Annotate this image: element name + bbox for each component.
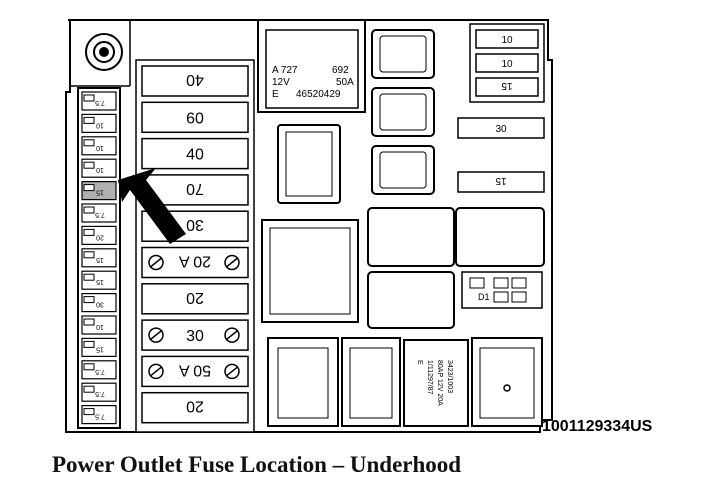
large-fuse-label: 70: [186, 180, 204, 197]
small-relay-label-line4: 3423/1003: [446, 360, 453, 393]
diode-label: D1: [478, 292, 490, 302]
right-fuse: 30: [457, 117, 545, 139]
large-fuse: 50 A: [141, 355, 249, 388]
large-fuse: 60: [141, 101, 249, 134]
small-relay-label-line3: 80AP 12V 20A: [436, 360, 443, 406]
large-fuse-label: 40: [186, 71, 204, 88]
large-fuse-label: 40: [186, 147, 204, 164]
right-fuse-label: 10: [501, 59, 513, 70]
mini-fuse-label: 10: [96, 323, 104, 330]
mini-fuse: 10: [81, 315, 117, 335]
mini-fuse: 15: [81, 270, 117, 290]
large-fuse: 40: [141, 65, 249, 97]
large-fuse: 30: [141, 319, 249, 351]
right-fuse: 15: [457, 171, 545, 193]
mini-fuse-strip: 7.5 10 10 10 15 7.5 20 15 15 30 10 15 7.5 7.5 7.5: [77, 87, 121, 429]
diode-block: D1: [461, 271, 543, 309]
locator-arrow: [118, 168, 186, 244]
mini-fuse: 30: [81, 293, 117, 313]
relay-label-line1-left: A 727: [272, 65, 298, 76]
large-fuse-label: 20 A: [179, 253, 211, 270]
right-fuse: 10: [475, 29, 539, 49]
relay-label-line3-left: E: [272, 89, 279, 100]
mini-fuse: 10: [81, 136, 117, 156]
mini-fuse: 15: [81, 337, 117, 357]
mini-fuse-label: 7.5: [95, 211, 105, 218]
mini-fuse-label: 7.5: [95, 390, 105, 397]
mini-fuse-label: 10: [96, 144, 104, 151]
mini-fuse-label: 7.5: [95, 368, 105, 375]
main-relay: A 727 692 12V 50A E 46520429: [257, 19, 366, 113]
mini-fuse-label: 30: [96, 301, 104, 308]
bottom-relays: E 1/11297/87 80AP 12V 20A 3423/1003: [267, 337, 543, 427]
mounting-bolt: [85, 33, 123, 71]
small-relay-label-line1: E: [416, 360, 423, 365]
mini-fuse: 7.5: [81, 360, 117, 380]
mini-fuse-label: 10: [96, 121, 104, 128]
large-fuse-label: 30: [186, 216, 204, 233]
right-fuse-block: 10 10 15 30 15: [457, 23, 545, 193]
large-fuse: 40: [141, 137, 249, 170]
mini-fuse: 10: [81, 158, 117, 178]
mini-fuse: 20: [81, 225, 117, 245]
mini-fuse-label: 20: [96, 233, 104, 240]
mini-fuse: 10: [81, 113, 117, 134]
large-fuse: 20 A: [141, 246, 249, 279]
mini-fuse-label: 10: [96, 166, 104, 173]
mini-fuse-label: 15: [96, 256, 104, 263]
large-fuse-label: 30: [186, 328, 204, 345]
mini-fuse-label: 15: [96, 189, 104, 196]
right-fuse: 10: [475, 53, 539, 73]
relay-label-line3-right: 46520429: [296, 89, 341, 100]
large-fuse-column: 40 60 40 70 30 20 A 20 30 50 A 20: [135, 59, 255, 433]
mini-fuse: 7.5: [81, 405, 117, 425]
mini-fuse-label: 7.5: [95, 413, 105, 420]
middle-cavities: [261, 124, 359, 323]
large-fuse-label: 50 A: [179, 361, 211, 378]
mini-fuse: 7.5: [81, 382, 117, 402]
mini-fuse-label: 15: [96, 278, 104, 285]
relay-label-line2-left: 12V: [272, 77, 290, 88]
right-fuse: 15: [475, 77, 539, 97]
mini-fuse-label: 7.5: [95, 99, 105, 106]
mini-fuse: 7.5: [81, 203, 117, 223]
right-fuse-label: 15: [501, 80, 513, 91]
maxi-fuse-cavities: [367, 29, 545, 329]
mini-fuse: 15: [81, 248, 117, 268]
relay-label-line2-right: 50A: [336, 77, 354, 88]
right-fuse-label: 15: [495, 175, 507, 186]
large-fuse-label: 60: [186, 110, 204, 127]
large-fuse-label: 20: [186, 398, 204, 415]
figure-caption: Power Outlet Fuse Location – Underhood: [52, 452, 462, 477]
mini-fuse: 15: [81, 181, 117, 201]
large-fuse: 20: [141, 391, 249, 424]
large-fuse: 20: [141, 283, 249, 315]
right-fuse-label: 10: [501, 35, 513, 46]
small-relay-label-line2: 1/11297/87: [426, 360, 433, 395]
relay-label-line1-right: 692: [332, 65, 349, 76]
mini-fuse-label: 15: [96, 345, 104, 352]
fuse-box-drawing: 7.5 10 10 10 15 7.5 20 15 15 30 10 15 7.5 7.5 7.5 40 60…: [65, 19, 553, 433]
large-fuse-label: 20: [186, 289, 204, 306]
right-fuse-label: 30: [495, 124, 507, 135]
figure-id: 1001129334US: [542, 418, 653, 435]
mini-fuse: 7.5: [81, 91, 117, 111]
